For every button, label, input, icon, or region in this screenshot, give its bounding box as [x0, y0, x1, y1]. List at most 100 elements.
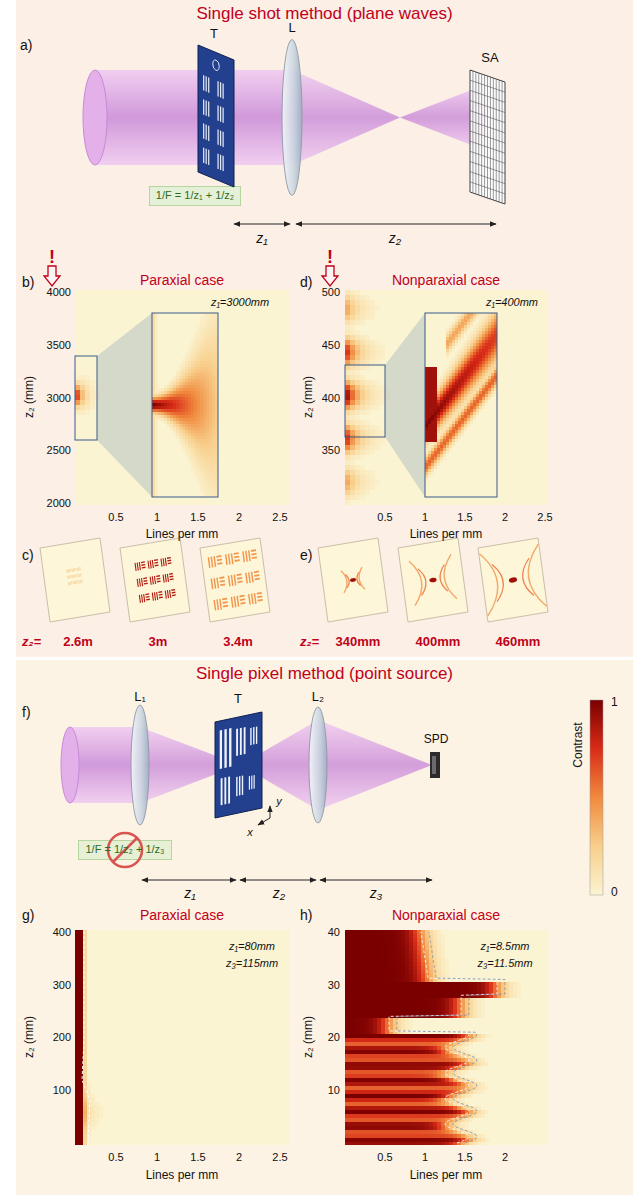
- figure-rect: [206, 472, 209, 475]
- figure-rect: [467, 391, 470, 394]
- figure-rect: [473, 394, 476, 397]
- figure-rect: [155, 322, 158, 325]
- figure-rect: [194, 466, 197, 469]
- figure-rect: [431, 424, 434, 427]
- figure-rect: [194, 454, 197, 457]
- figure-rect: [206, 493, 209, 496]
- figure-rect: [345, 330, 350, 335]
- figure-rect: [370, 345, 375, 350]
- figure-rect: [458, 376, 461, 379]
- figure-rect: [194, 355, 197, 358]
- figure-rect: [425, 388, 428, 391]
- figure-rect: [452, 397, 455, 400]
- figure-rect: [164, 403, 167, 406]
- figure-rect: [345, 345, 350, 350]
- figure-rect: [365, 310, 370, 315]
- figure-rect: [167, 400, 170, 403]
- figure-rect: [203, 406, 206, 409]
- figure-rect: [452, 394, 455, 397]
- figure-rect: [152, 340, 155, 343]
- figure-rect: [194, 448, 197, 451]
- figure-rect: [488, 361, 491, 364]
- figure-rect: [191, 439, 194, 442]
- figure-rect: [431, 439, 434, 442]
- figure-rect: [194, 376, 197, 379]
- figure-rect: [152, 349, 155, 352]
- figure-rect: [185, 409, 188, 412]
- figure-rect: [217, 81, 218, 97]
- figure-rect: [425, 472, 428, 475]
- figure-rect: [350, 430, 355, 435]
- figure-rect: [461, 400, 464, 403]
- figure-rect: [360, 435, 365, 440]
- figure-rect: [188, 412, 191, 415]
- figure-rect: [188, 442, 191, 445]
- figure-rect: [155, 358, 158, 361]
- figure-rect: [488, 373, 491, 376]
- figure-rect: [203, 379, 206, 382]
- figure-rect: [428, 376, 431, 379]
- figure-rect: [194, 472, 197, 475]
- figure-rect: [200, 481, 203, 484]
- figure-rect: [209, 412, 212, 415]
- figure-rect: [437, 385, 440, 388]
- figure-rect: [194, 424, 197, 427]
- figure-rect: [355, 375, 360, 380]
- figure-rect: [194, 346, 197, 349]
- figure-rect: [485, 331, 488, 334]
- figure-rect: [185, 451, 188, 454]
- figure-rect: [455, 370, 458, 373]
- figure-rect: [206, 397, 209, 400]
- figure-rect: [452, 328, 455, 331]
- figure-rect: [467, 412, 470, 415]
- figure-rect: [188, 460, 191, 463]
- figure-rect: [473, 319, 476, 322]
- figure-rect: [355, 420, 360, 425]
- figure-rect: [455, 424, 458, 427]
- figure-rect: [206, 385, 209, 388]
- figure-rect: [155, 490, 158, 493]
- figure-rect: [464, 370, 467, 373]
- figure-rect: [470, 373, 473, 376]
- figure-rect: [355, 485, 360, 490]
- figure-rect: [206, 76, 207, 92]
- figure-rect: [197, 346, 200, 349]
- figure-rect: [428, 373, 431, 376]
- figure-rect: [350, 305, 355, 310]
- figure-rect: [85, 410, 90, 415]
- figure-rect: [464, 352, 467, 355]
- figure-rect: [200, 436, 203, 439]
- figure-rect: [443, 379, 446, 382]
- figure-rect: [209, 409, 212, 412]
- figure-rect: [455, 388, 458, 391]
- figure-rect: [191, 373, 194, 376]
- figure-rect: [488, 370, 491, 373]
- figure-rect: [206, 334, 209, 337]
- figure-rect: [431, 379, 434, 382]
- figure-rect: [350, 475, 355, 480]
- figure-rect: [182, 367, 185, 370]
- figure-rect: [449, 415, 452, 418]
- figure-rect: [194, 427, 197, 430]
- figure-rect: [452, 346, 455, 349]
- figure-rect: [431, 385, 434, 388]
- figure-rect: [209, 319, 212, 322]
- figure-rect: [206, 421, 209, 424]
- figure-rect: [461, 352, 464, 355]
- figure-rect: [212, 313, 215, 316]
- figure-rect: [437, 388, 440, 391]
- figure-rect: [440, 460, 443, 463]
- figure-rect: [179, 430, 182, 433]
- figure-rect: [458, 397, 461, 400]
- figure-rect: [345, 295, 350, 300]
- figure-rect: [173, 415, 176, 418]
- figure-rect: [155, 457, 158, 460]
- figure-rect: [155, 481, 158, 484]
- figure-rect: [449, 364, 452, 367]
- figure-rect: [443, 424, 446, 427]
- figure-rect: [194, 409, 197, 412]
- figure-rect: [191, 448, 194, 451]
- figure-rect: [194, 457, 197, 460]
- figure-rect: [155, 400, 158, 403]
- figure-rect: [191, 430, 194, 433]
